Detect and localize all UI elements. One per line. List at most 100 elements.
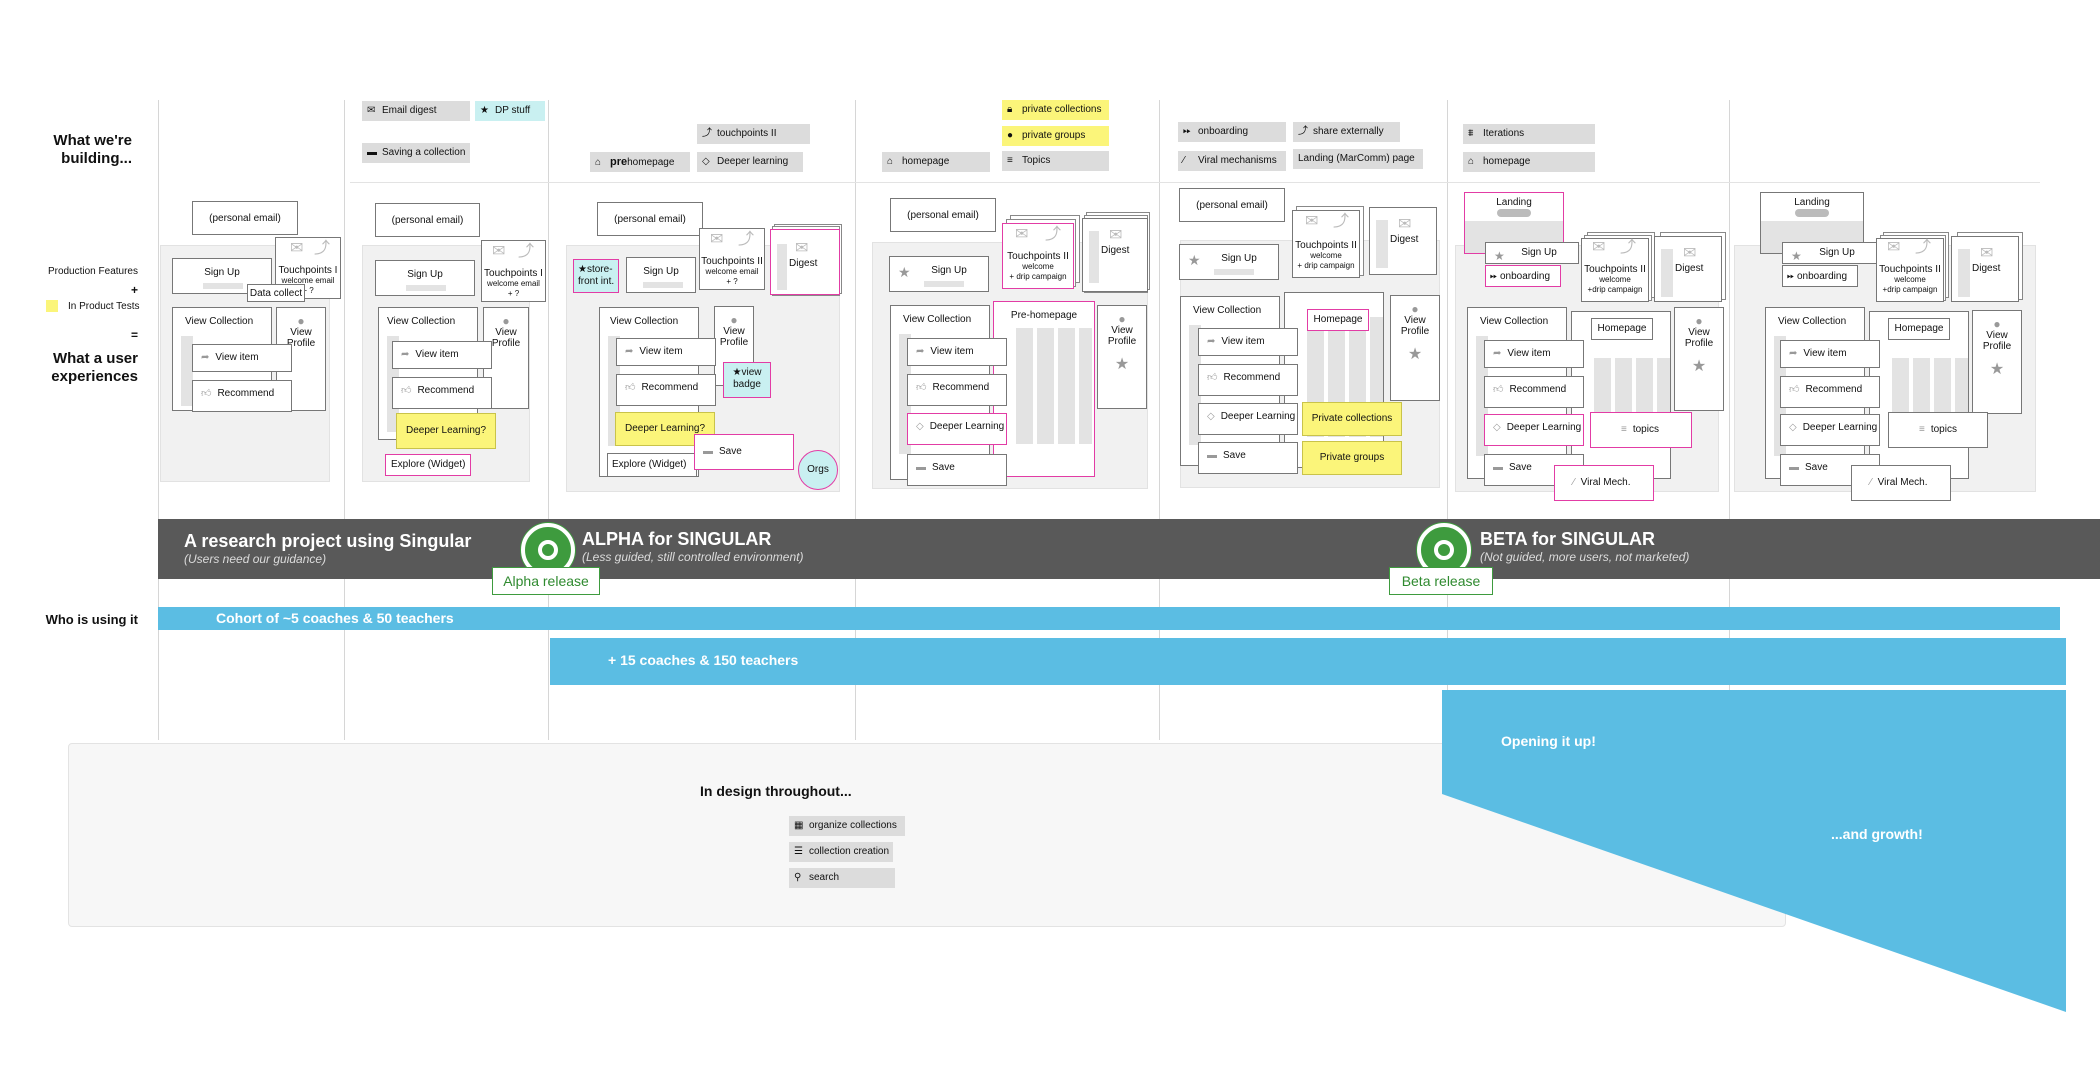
folder-icon: ▬ xyxy=(1789,462,1799,473)
card-data-collect: Data collect xyxy=(247,284,305,302)
share-icon: ⤴ xyxy=(1045,226,1062,243)
tag-homepage-beta: ⌂homepage xyxy=(1463,152,1595,172)
card-digest: ✉Digest xyxy=(770,229,840,295)
share-icon: ➦ xyxy=(1789,348,1798,359)
row-save: ▬Save xyxy=(907,454,1007,486)
star-icon: ★ xyxy=(1114,356,1130,373)
row-topics: ≡topics xyxy=(1590,412,1692,448)
card-sign-up: Sign Up xyxy=(626,257,696,293)
share-icon: ➦ xyxy=(625,346,634,357)
label-in-product-tests: In Product Tests xyxy=(68,301,140,312)
share-icon: ➦ xyxy=(401,349,410,360)
card-view-profile: ●View Profile★ xyxy=(1390,295,1440,401)
share-icon: ⤴ xyxy=(1620,239,1637,256)
card-digest: ✉Digest xyxy=(1369,207,1437,275)
phase-beta-subtitle: (Not guided, more users, not marketed) xyxy=(1480,550,1690,564)
star-icon: ★ xyxy=(1494,249,1505,263)
row-view-item: ➦View item xyxy=(1780,340,1880,368)
share-icon: ⤴ xyxy=(738,231,755,248)
card-personal-email: (personal email) xyxy=(192,201,298,235)
row-recommend: 👍︎Recommend xyxy=(1780,376,1880,408)
users-cohort-bar: Cohort of ~5 coaches & 50 teachers xyxy=(158,607,2060,630)
label-user-experiences: What a user experiences xyxy=(51,350,138,385)
card-sign-up: ★Sign Up xyxy=(1782,242,1878,264)
card-onboarding: ⏩︎ onboarding xyxy=(1782,265,1858,287)
row-recommend: 👍︎Recommend xyxy=(1484,376,1584,408)
tag-private-groups: ●private groups xyxy=(1002,126,1109,146)
share-icon: ⤴ xyxy=(314,240,331,257)
tag-homepage: ⌂homepage xyxy=(882,152,990,172)
phase-beta-title: BETA for SINGULAR xyxy=(1480,529,1655,549)
card-digest: ✉Digest xyxy=(1082,218,1148,292)
envelope-icon: ✉ xyxy=(1980,245,1994,262)
row-recommend: 👍︎Recommend xyxy=(907,374,1007,406)
row-deeper-learning: ◇Deeper Learning xyxy=(1780,414,1880,446)
row-save: ▬Save xyxy=(694,434,794,470)
folder-icon: ▬ xyxy=(1207,450,1217,461)
column-divider xyxy=(1729,100,1730,740)
diamond-icon: ◇ xyxy=(1789,422,1797,433)
thumbs-up-icon: 👍︎ xyxy=(1493,384,1504,395)
phase-alpha-subtitle: (Less guided, still controlled environme… xyxy=(582,550,804,564)
list-icon: ☰ xyxy=(794,846,803,857)
legend-swatch-yellow xyxy=(46,300,58,312)
card-personal-email: (personal email) xyxy=(597,202,703,236)
grid-icon: ▦ xyxy=(794,820,804,831)
row-explore-widget: Explore (Widget) xyxy=(385,454,471,476)
users-growth-label: ...and growth! xyxy=(1831,826,1923,842)
lock-icon: 🔒︎ xyxy=(1007,104,1013,115)
envelope-icon: ✉ xyxy=(1398,216,1412,233)
folder-icon: ▬ xyxy=(916,462,926,473)
column-divider xyxy=(1159,100,1160,740)
folder-icon: ▬ xyxy=(367,147,377,158)
label-production-features: Production Features xyxy=(47,266,138,277)
tag-email-digest: ✉Email digest xyxy=(362,101,470,121)
star-icon: ★ xyxy=(1791,249,1802,263)
folder-icon: ▬ xyxy=(1493,462,1503,473)
phase-research-title: A research project using Singular xyxy=(184,531,472,551)
home-icon: ⌂ xyxy=(887,156,894,167)
home-icon: ⌂ xyxy=(1468,156,1475,167)
card-view-profile: ●View Profile★ xyxy=(1674,307,1724,411)
orgs-bubble: Orgs xyxy=(798,450,838,490)
person-icon: ● xyxy=(1118,312,1126,326)
tag-viral-mechanisms: ⁄Viral mechanisms xyxy=(1178,151,1286,171)
envelope-icon: ✉ xyxy=(1305,213,1319,230)
star-icon: ★ xyxy=(578,264,587,275)
card-personal-email: (personal email) xyxy=(890,198,996,232)
envelope-icon: ✉ xyxy=(290,240,304,257)
row-recommend: 👍︎Recommend xyxy=(192,380,292,412)
share-icon: ⤴ xyxy=(702,128,712,139)
topics-icon: ≡ xyxy=(1007,155,1013,166)
envelope-icon: ✉ xyxy=(1015,226,1029,243)
row-viral-mech: ⁄Viral Mech. xyxy=(1851,465,1951,501)
phase-band xyxy=(158,519,2100,579)
tag-private-collections: 🔒︎private collections xyxy=(1002,100,1109,120)
label-equals: = xyxy=(130,328,138,342)
column-divider xyxy=(548,100,549,740)
column-divider xyxy=(158,100,159,740)
thumbs-up-icon: 👍︎ xyxy=(401,385,412,396)
thumbs-up-icon: 👍︎ xyxy=(1207,372,1218,383)
tag-onboarding: ⏩︎onboarding xyxy=(1178,122,1286,142)
alpha-release-label: Alpha release xyxy=(492,567,600,595)
diamond-icon: ◇ xyxy=(1207,411,1215,422)
envelope-icon: ✉ xyxy=(1683,245,1697,262)
diamond-icon: ◇ xyxy=(916,421,924,432)
phase-research-subtitle: (Users need our guidance) xyxy=(184,552,327,566)
row-divider xyxy=(350,182,2040,183)
card-pre-homepage: Pre-homepage xyxy=(993,301,1095,477)
design-title: In design throughout... xyxy=(700,783,852,799)
share-icon: ➦ xyxy=(201,352,210,363)
column-divider xyxy=(344,100,345,740)
thumbs-up-icon: 👍︎ xyxy=(201,388,212,399)
tag-dp-stuff: ★DP stuff xyxy=(475,101,545,121)
share-icon: ⤴ xyxy=(518,243,535,260)
tag-iterations: ⩩Iterations xyxy=(1463,124,1595,144)
diamond-icon: ◇ xyxy=(702,156,710,167)
